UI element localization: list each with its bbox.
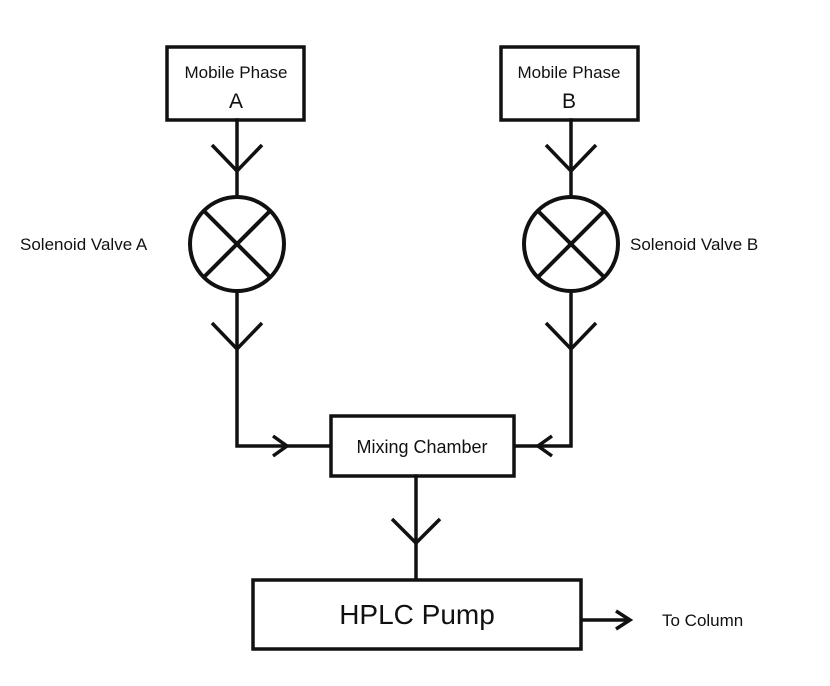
arrow-down-icon (544, 321, 598, 352)
arrow-down-icon (390, 517, 442, 546)
flow-line-valve-a-to-mixer (235, 289, 332, 448)
mobile-phase-b-box: Mobile Phase B (499, 45, 640, 122)
arrow-left-icon (534, 434, 554, 458)
mobile-phase-a-title: Mobile Phase (184, 63, 287, 82)
arrow-down-icon (544, 143, 598, 174)
hplc-pump-box: HPLC Pump (251, 578, 583, 651)
mobile-phase-b-letter: B (562, 90, 576, 113)
flow-line-valve-b-to-mixer (512, 289, 573, 448)
arrow-right-icon (615, 609, 634, 631)
solenoid-valve-b-label: Solenoid Valve B (630, 235, 758, 254)
to-column-label: To Column (662, 611, 743, 630)
arrow-down-icon (210, 321, 264, 352)
mixing-chamber-label: Mixing Chamber (356, 437, 487, 457)
hplc-pump-label: HPLC Pump (339, 599, 495, 630)
mixing-chamber-box: Mixing Chamber (329, 414, 516, 478)
arrow-down-icon (210, 143, 264, 174)
mobile-phase-a-letter: A (229, 90, 243, 113)
solenoid-valve-a-icon (188, 195, 286, 293)
mobile-phase-b-title: Mobile Phase (517, 63, 620, 82)
mobile-phase-a-box: Mobile Phase A (165, 45, 306, 122)
solenoid-valve-b-icon (522, 195, 620, 293)
solenoid-valve-a-label: Solenoid Valve A (20, 235, 148, 254)
arrow-right-icon (271, 434, 291, 458)
